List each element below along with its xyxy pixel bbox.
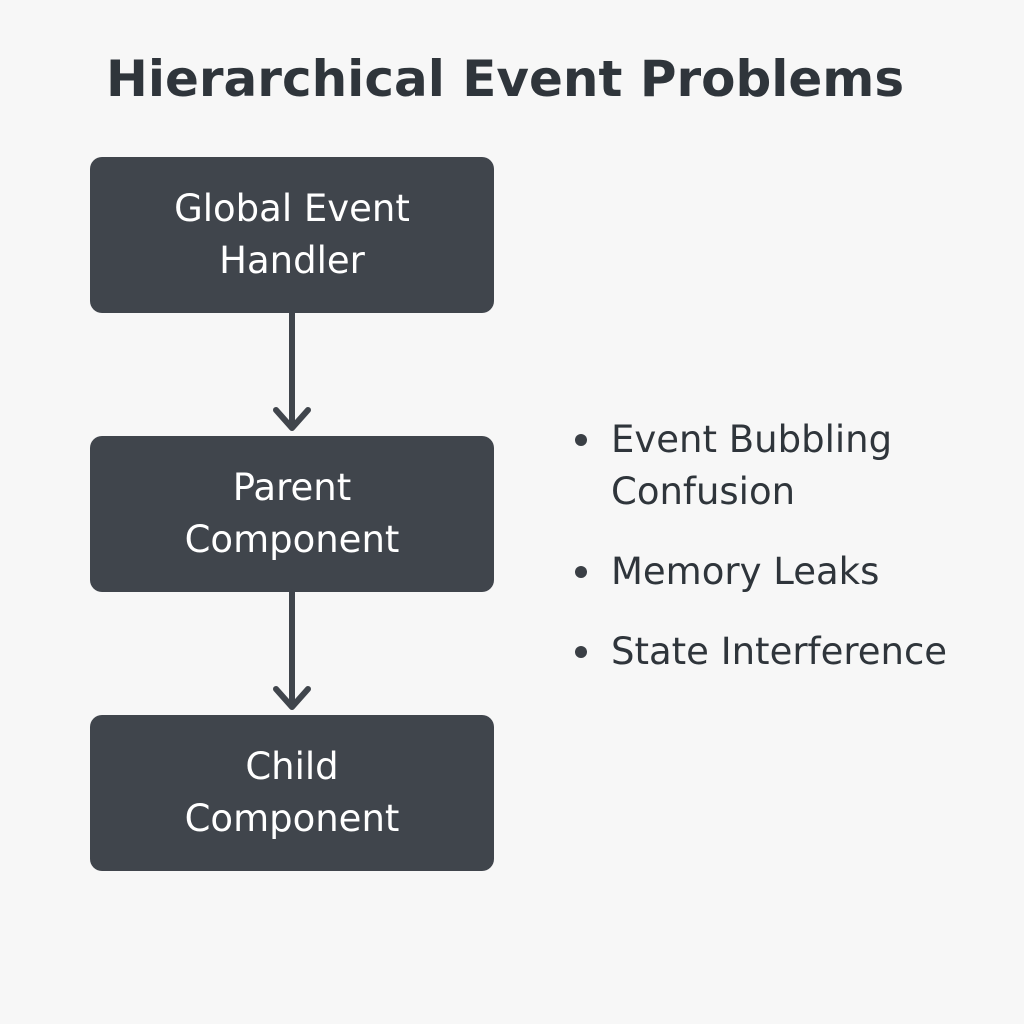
- edge-global-to-parent: [273, 310, 311, 431]
- edge-parent-to-child: [273, 589, 311, 710]
- diagram-title: Hierarchical Event Problems: [106, 50, 905, 108]
- node-child-component: Child Component: [90, 715, 494, 871]
- node-label: Global Event Handler: [174, 187, 410, 282]
- node-label: Child Component: [184, 745, 400, 840]
- bullet-icon: [575, 566, 587, 578]
- node-global-event-handler: Global Event Handler: [90, 157, 494, 313]
- problem-item: Memory Leaks: [575, 546, 995, 598]
- problem-list: Event Bubbling Confusion Memory Leaks St…: [575, 414, 995, 706]
- problem-text: State Interference: [611, 630, 948, 673]
- problem-text: Memory Leaks: [611, 550, 880, 593]
- problem-text: Event Bubbling Confusion: [611, 418, 893, 513]
- node-parent-component: Parent Component: [90, 436, 494, 592]
- node-label: Parent Component: [184, 466, 400, 561]
- problem-item: Event Bubbling Confusion: [575, 414, 995, 518]
- problem-item: State Interference: [575, 626, 995, 678]
- bullet-icon: [575, 646, 587, 658]
- bullet-icon: [575, 434, 587, 446]
